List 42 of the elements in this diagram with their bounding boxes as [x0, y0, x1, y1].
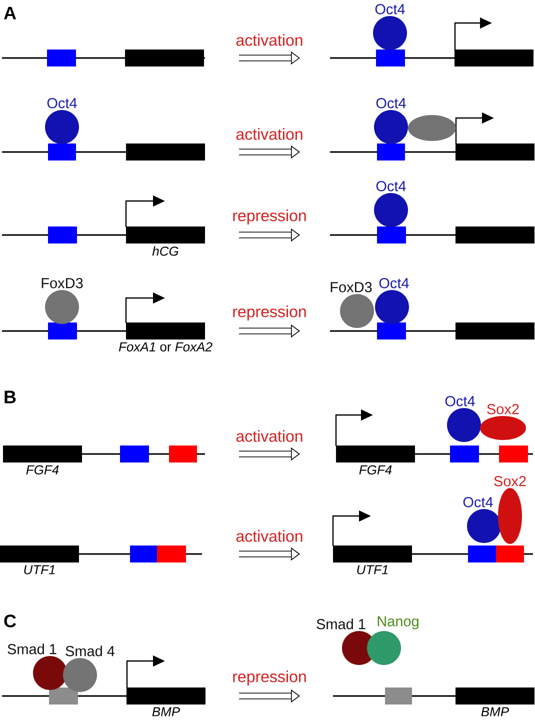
arrow-label: activation	[236, 530, 302, 542]
node-label: Oct4	[47, 98, 77, 108]
panel-label: C	[4, 614, 16, 628]
arrow-label: repression	[233, 670, 306, 686]
node-label: Smad 1	[8, 644, 56, 654]
arrow-label: activation	[236, 128, 302, 140]
arrow-label: activation	[236, 430, 302, 442]
gene-box: FGF4	[3, 446, 82, 474]
gene-box: UTF1	[333, 546, 412, 574]
node-label: FoxD3	[330, 282, 372, 292]
node-label: Oct4	[463, 497, 493, 508]
gene-box: UTF1	[0, 546, 79, 574]
protein-ellipse	[408, 115, 456, 141]
node-label: FGF4	[26, 465, 59, 474]
node-label: Smad 4	[66, 646, 115, 656]
node-label: FGF4	[359, 465, 392, 474]
panel-label: B	[4, 390, 16, 404]
gene-box: FoxA1 or FoxA2	[118, 322, 212, 352]
node-label: Oct4	[376, 98, 406, 108]
arrow-label: repression	[233, 306, 306, 320]
panel-label: A	[4, 6, 16, 20]
node-label: FoxD3	[42, 278, 83, 288]
arrow-label: activation	[236, 34, 302, 46]
node-label: Sox2	[494, 476, 526, 486]
node-label: Oct4	[379, 278, 409, 288]
gene-box: BMP	[456, 688, 534, 716]
node-label: Sox2	[487, 404, 519, 414]
node-label: Oct4	[375, 4, 405, 14]
node-label: FoxA1 or FoxA2	[118, 342, 212, 352]
node-label: Oct4	[376, 181, 406, 192]
node-label: Smad 1	[316, 618, 366, 630]
gene-box: BMP	[126, 688, 206, 716]
gene-box: hCG	[126, 226, 205, 256]
arrow-label: repression	[233, 210, 306, 224]
node-label: UTF1	[357, 565, 388, 574]
node-label: Nanog	[378, 616, 418, 630]
node-label: UTF1	[24, 565, 55, 574]
gene-box: FGF4	[336, 446, 415, 474]
node-label: BMP	[481, 707, 509, 716]
node-label: Oct4	[445, 396, 475, 406]
node-label: hCG	[152, 246, 178, 256]
node-label: BMP	[152, 707, 180, 716]
